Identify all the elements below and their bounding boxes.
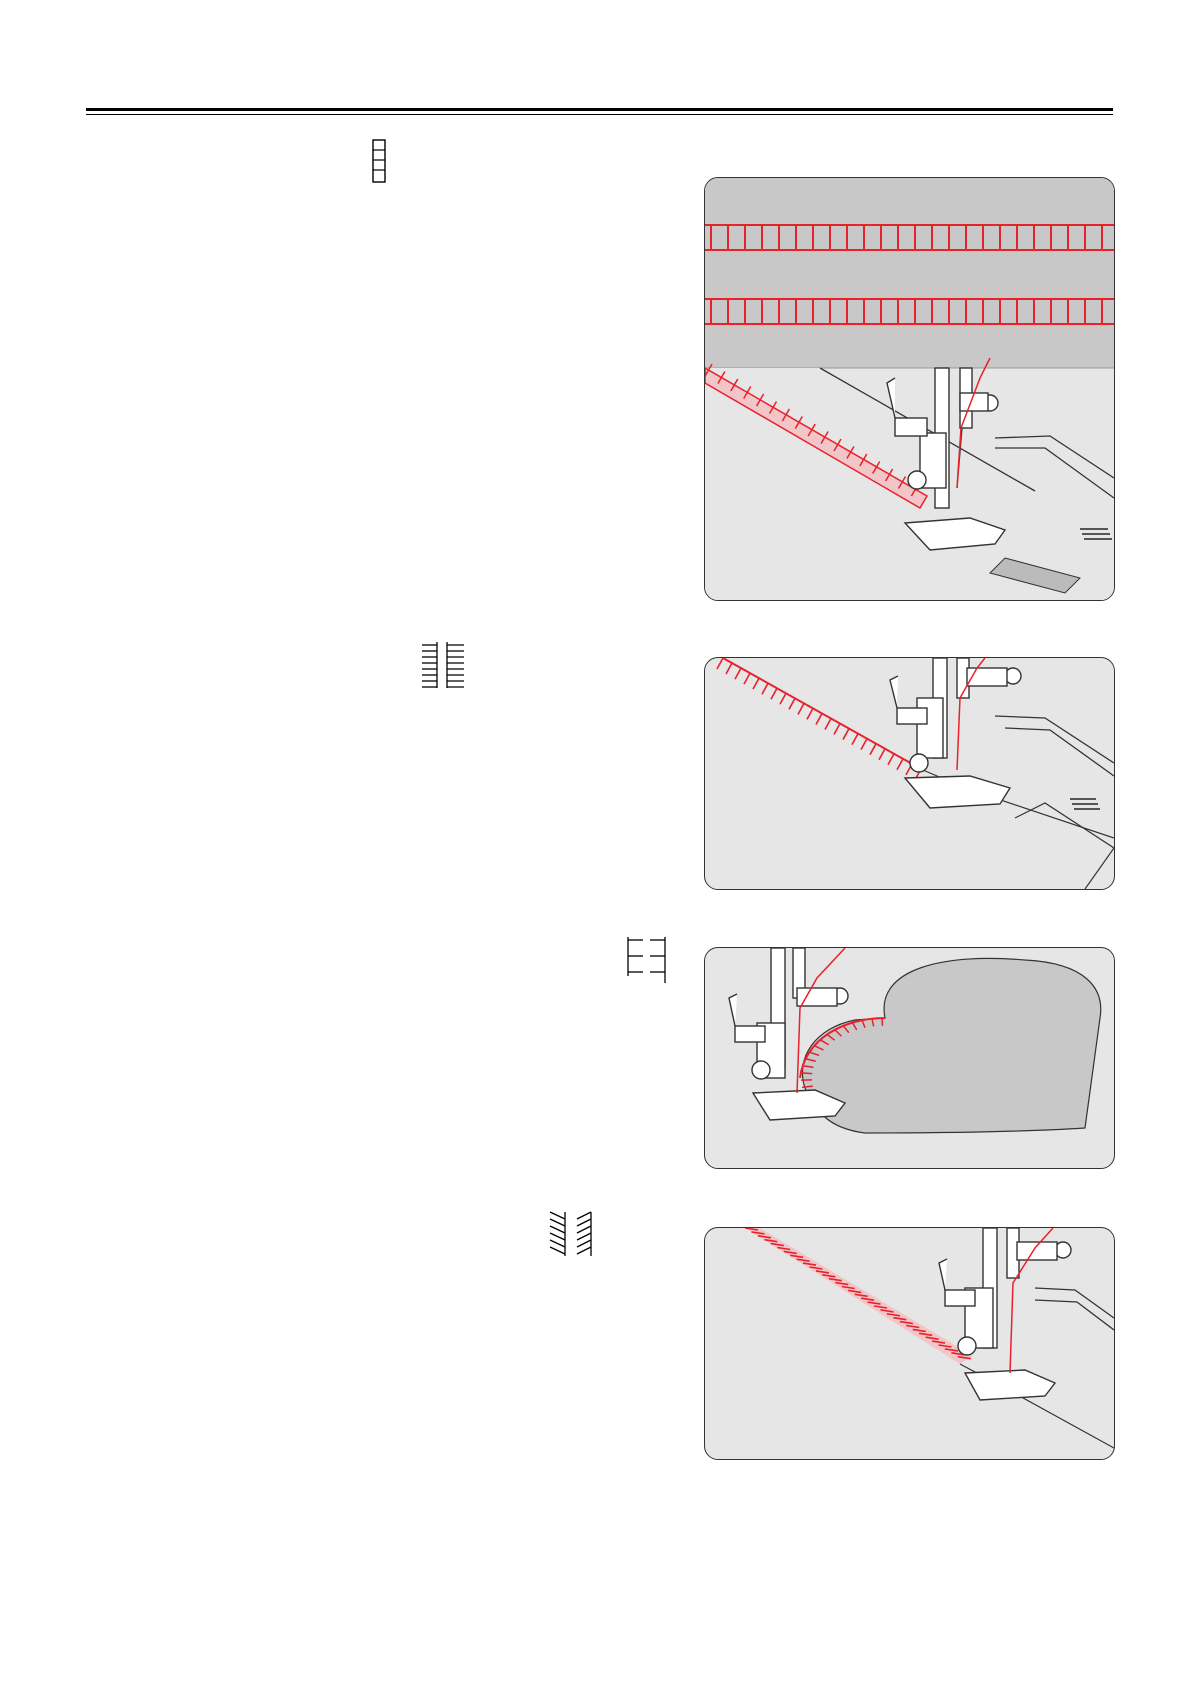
straight-stitch-illustration [704, 177, 1115, 601]
applique-stitch-illustration [704, 947, 1115, 1169]
blanket-stitch-illustration [704, 657, 1115, 890]
ladder-stitch-icon [371, 139, 387, 183]
slant-comb-stitch-icon [547, 1211, 597, 1257]
header-rule-thick [86, 108, 1113, 111]
slant-stitch-illustration [704, 1227, 1115, 1460]
header-rule-thin [86, 114, 1113, 115]
double-comb-stitch-icon [419, 641, 467, 689]
bracket-stitch-icon [625, 936, 671, 984]
